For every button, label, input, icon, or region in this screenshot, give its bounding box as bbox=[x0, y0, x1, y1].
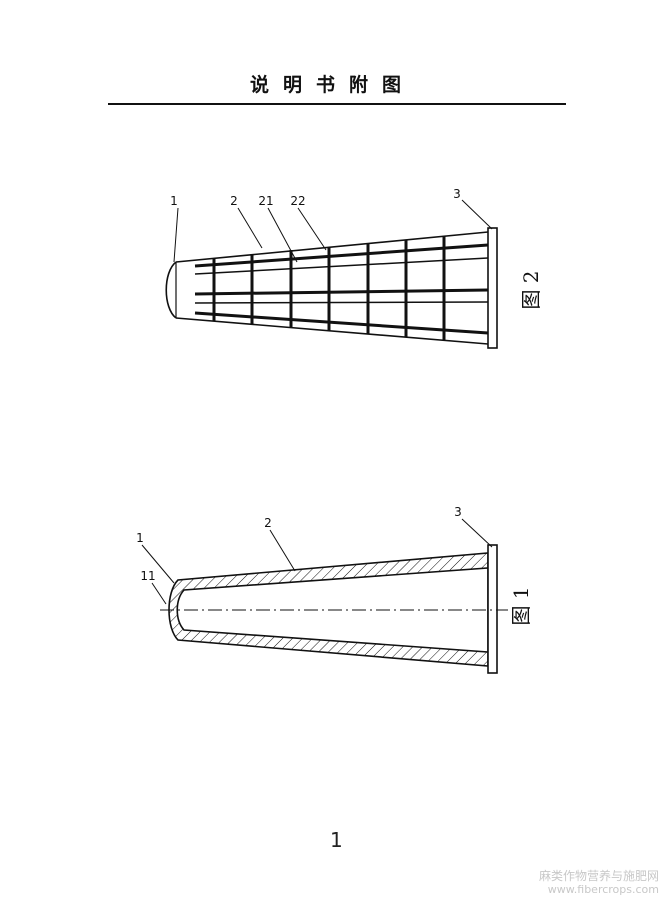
figure-2-caption: 图 2 bbox=[519, 270, 543, 309]
figure-1-caption: 图 1 bbox=[509, 586, 533, 625]
fig2-label-3: 3 bbox=[453, 187, 461, 201]
header-divider bbox=[108, 103, 566, 105]
fig2-label-21: 21 bbox=[258, 194, 273, 208]
page-number: 1 bbox=[330, 828, 343, 852]
fig1-label-3: 3 bbox=[454, 505, 462, 519]
page-title: 说明书附图 bbox=[249, 74, 415, 96]
watermark-site-name: 麻类作物营养与施肥网 bbox=[538, 869, 659, 883]
fig2-label-1: 1 bbox=[170, 194, 178, 208]
fig1-label-2: 2 bbox=[264, 516, 272, 530]
watermark: 麻类作物营养与施肥网 www.fibercrops.com bbox=[539, 869, 659, 897]
figure-2 bbox=[165, 199, 498, 349]
figure-1 bbox=[141, 518, 508, 674]
fig1-label-11: 11 bbox=[140, 569, 155, 583]
watermark-url: www.fibercrops.com bbox=[547, 883, 659, 896]
fig2-label-2: 2 bbox=[230, 194, 238, 208]
fig1-label-1: 1 bbox=[136, 531, 144, 545]
fig2-label-22: 22 bbox=[290, 194, 305, 208]
